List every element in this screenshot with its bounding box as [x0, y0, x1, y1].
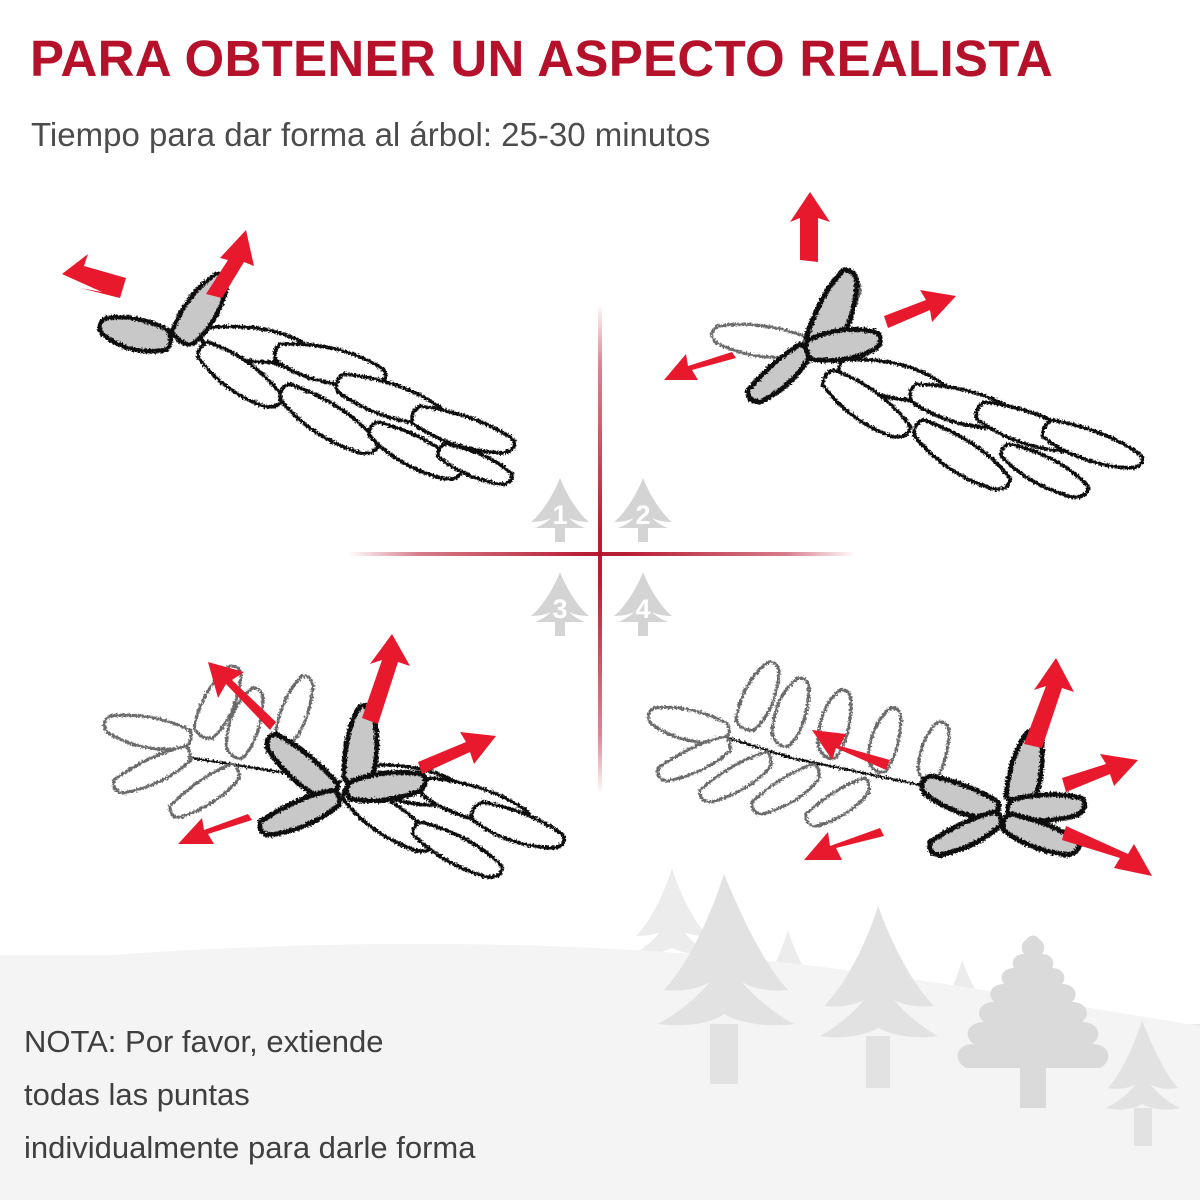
christmas-tree-icon	[531, 572, 589, 636]
arrow-red	[664, 192, 956, 380]
step-3-number: 3	[552, 594, 568, 624]
page-subtitle: Tiempo para dar forma al árbol: 25-30 mi…	[31, 116, 711, 153]
note-text: NOTA: Por favor, extiende todas las punt…	[24, 1015, 624, 1174]
step-1-number: 1	[552, 500, 568, 530]
step-3-tree-badge: 3	[529, 570, 591, 638]
note-line: NOTA: Por favor, extiende	[24, 1024, 384, 1059]
step-3-branch-illustration	[62, 618, 582, 903]
christmas-tree-icon	[531, 478, 589, 542]
quadrant-divider-vertical	[598, 303, 602, 795]
page-title: PARA OBTENER UN ASPECTO REALISTA	[30, 30, 1054, 87]
christmas-tree-icon	[614, 478, 672, 542]
step-4-branch-illustration	[632, 648, 1184, 910]
step-2-tree-badge: 2	[612, 476, 674, 544]
step-4-number: 4	[635, 594, 651, 624]
step-1-tree-badge: 1	[529, 476, 591, 544]
step-2-branch-illustration	[648, 188, 1193, 499]
arrow-red	[62, 230, 254, 298]
note-line: todas las puntas	[24, 1077, 250, 1112]
step-2-number: 2	[635, 500, 651, 530]
step-4-tree-badge: 4	[612, 570, 674, 638]
arrow-red	[178, 634, 496, 844]
note-panel: NOTA: Por favor, extiende todas las punt…	[0, 955, 640, 1200]
step-1-branch-illustration	[22, 198, 562, 488]
note-line: individualmente para darle forma	[24, 1130, 476, 1165]
arrow-red	[804, 658, 1152, 876]
christmas-tree-icon	[614, 572, 672, 636]
quadrant-divider-horizontal	[348, 552, 856, 556]
